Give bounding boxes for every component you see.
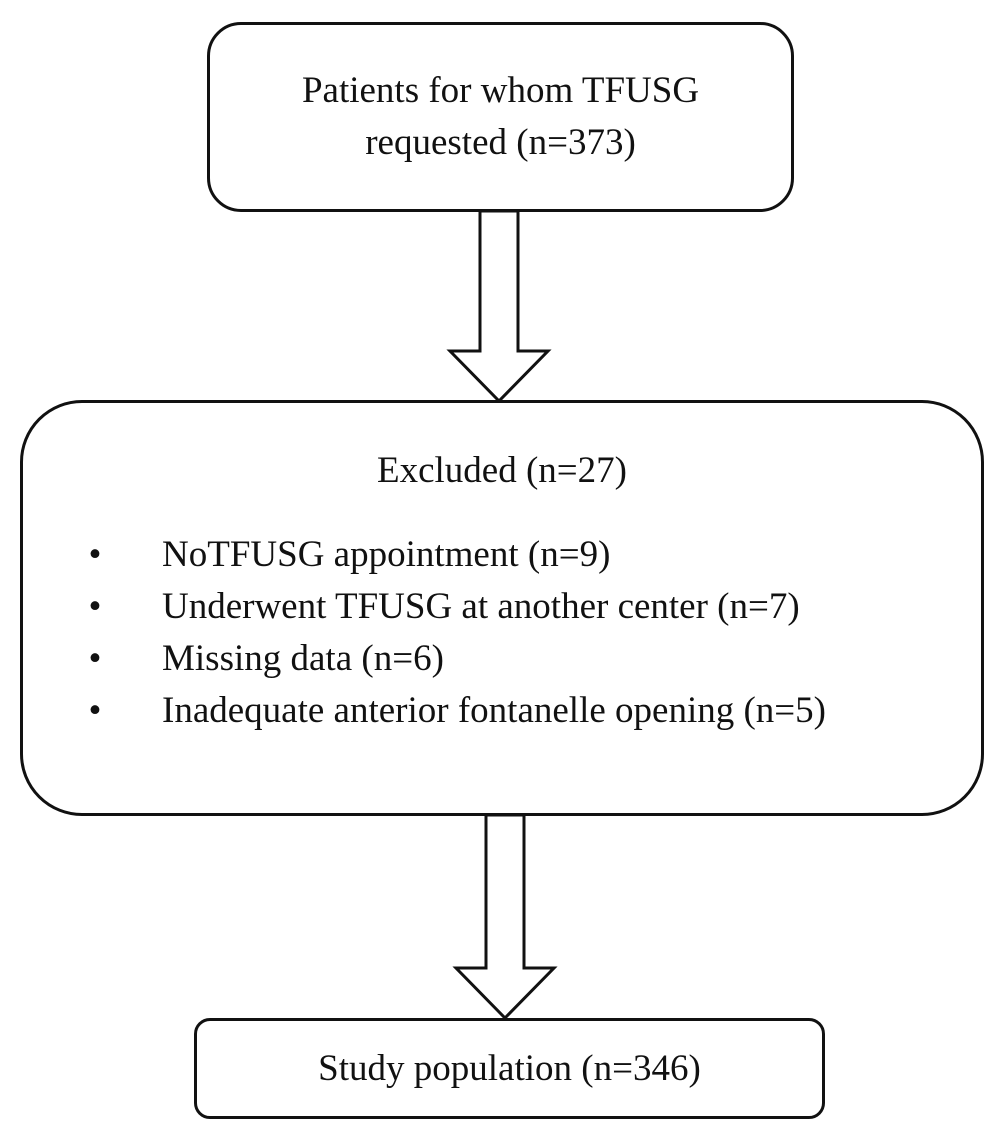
exclusion-reason-text: NoTFUSG appointment (n=9) xyxy=(162,534,611,575)
excluded-title: Excluded (n=27) xyxy=(377,450,627,491)
flow-arrow-1 xyxy=(446,209,552,404)
list-item: • Underwent TFUSG at another center (n=7… xyxy=(85,581,826,633)
box-text-line-2: requested (n=373) xyxy=(365,122,636,163)
flow-box-patients-requested: Patients for whom TFUSG requested (n=373… xyxy=(207,22,794,212)
list-item: • Missing data (n=6) xyxy=(85,633,826,685)
list-item: • Inadequate anterior fontanelle opening… xyxy=(85,685,826,737)
exclusion-reason-text: Underwent TFUSG at another center (n=7) xyxy=(162,586,800,627)
study-population-label: Study population (n=346) xyxy=(318,1048,701,1089)
exclusion-reason-text: Missing data (n=6) xyxy=(162,638,444,679)
flow-box-excluded: Excluded (n=27) • NoTFUSG appointment (n… xyxy=(20,400,984,816)
exclusion-reason-text: Inadequate anterior fontanelle opening (… xyxy=(162,690,826,731)
flow-box-study-population: Study population (n=346) xyxy=(194,1018,825,1119)
bullet-icon: • xyxy=(88,690,102,731)
flow-arrow-2 xyxy=(452,813,558,1021)
exclusion-reasons-list: • NoTFUSG appointment (n=9) • Underwent … xyxy=(85,529,826,737)
list-item: • NoTFUSG appointment (n=9) xyxy=(85,529,826,581)
bullet-icon: • xyxy=(88,586,102,627)
bullet-icon: • xyxy=(88,638,102,679)
box-text-line-1: Patients for whom TFUSG xyxy=(301,70,700,111)
bullet-icon: • xyxy=(88,534,102,575)
